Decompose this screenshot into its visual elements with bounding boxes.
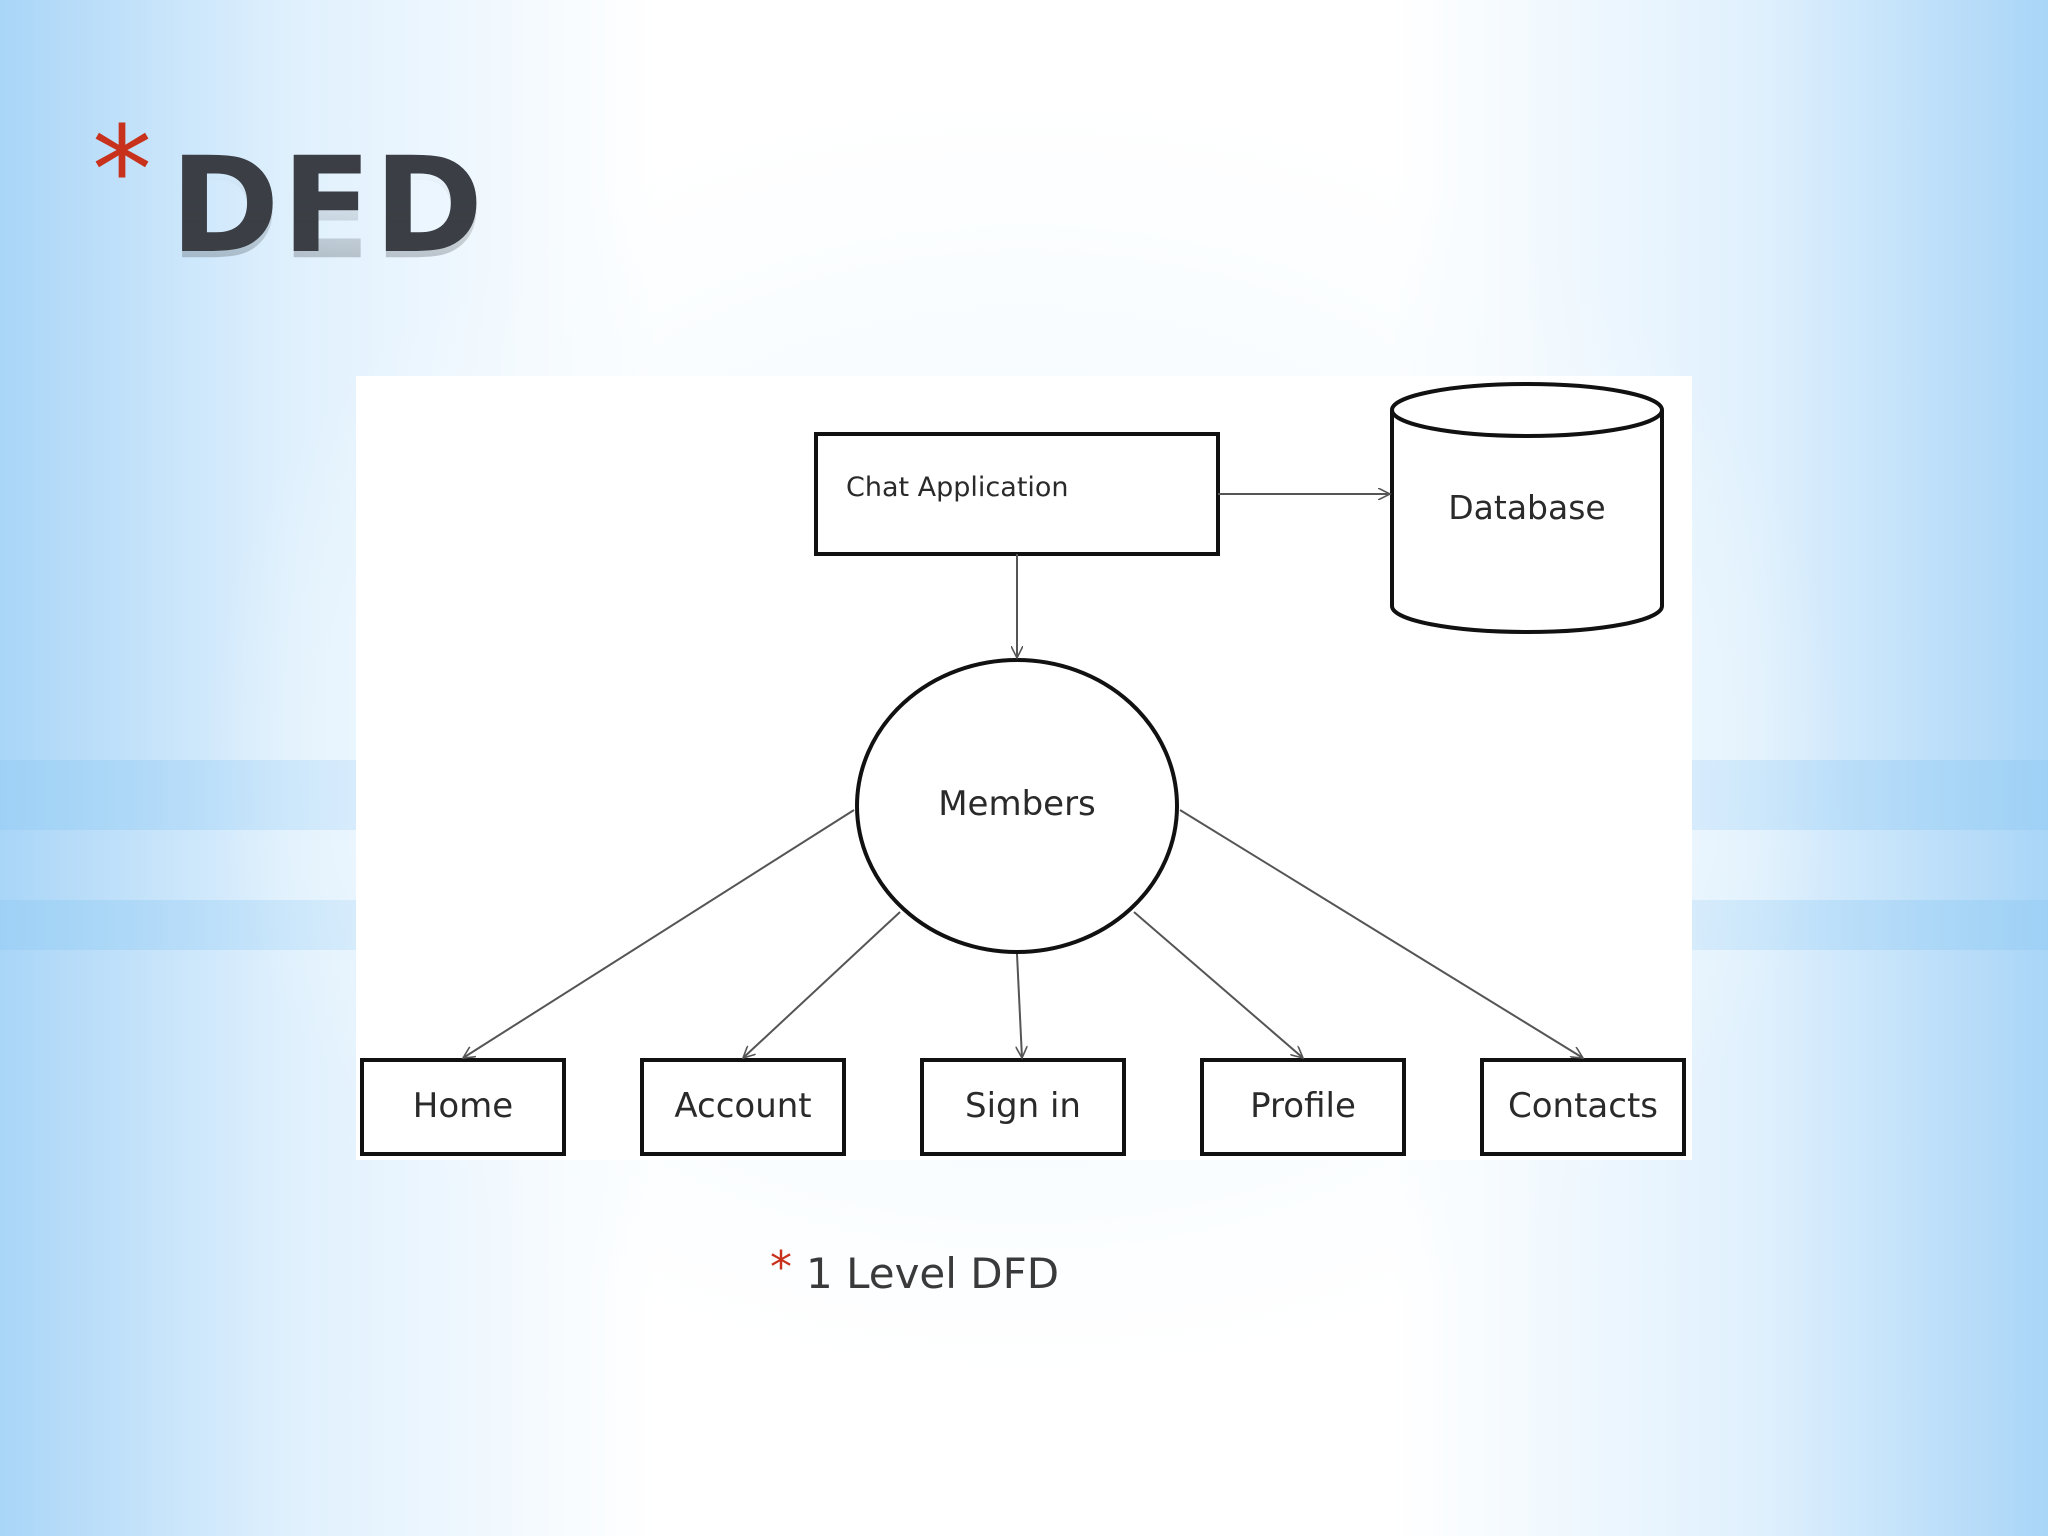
caption-bullet-asterisk: * xyxy=(770,1242,792,1293)
process-label: Chat Application xyxy=(846,472,1069,503)
title-bullet-asterisk: * xyxy=(92,102,152,241)
flow-arrow-members-to-home xyxy=(463,809,855,1058)
child-label-sign-in: Sign in xyxy=(965,1086,1081,1126)
flow-arrow-members-to-contacts xyxy=(1179,809,1583,1058)
flow-arrow-members-to-account xyxy=(743,911,901,1058)
datastore-cylinder-database xyxy=(1390,382,1664,634)
child-box-contacts xyxy=(1480,1058,1686,1156)
child-label-home: Home xyxy=(412,1086,514,1126)
datastore-label: Database xyxy=(1448,488,1606,527)
dfd-diagram-canvas xyxy=(360,382,1686,1156)
child-box-home xyxy=(360,1058,566,1156)
child-box-profile xyxy=(1200,1058,1406,1156)
flow-arrow-members-to-sign-in xyxy=(1017,953,1022,1058)
entity-circle-members xyxy=(855,658,1179,954)
child-box-account xyxy=(640,1058,846,1156)
flow-arrow-members-to-profile xyxy=(1133,911,1303,1058)
title-text: DFD xyxy=(170,129,486,283)
caption: * 1 Level DFD xyxy=(770,1242,1060,1299)
entity-label: Members xyxy=(938,784,1096,824)
child-label-contacts: Contacts xyxy=(1508,1086,1658,1126)
process-box-chat-application xyxy=(814,432,1220,556)
child-label-account: Account xyxy=(674,1086,812,1126)
child-label-profile: Profile xyxy=(1250,1086,1356,1126)
dfd-diagram: Chat Application Database Members Home A… xyxy=(356,376,1692,1160)
caption-text: 1 Level DFD xyxy=(806,1249,1060,1298)
child-box-sign-in xyxy=(920,1058,1126,1156)
title-reflection: DFD xyxy=(170,140,486,272)
